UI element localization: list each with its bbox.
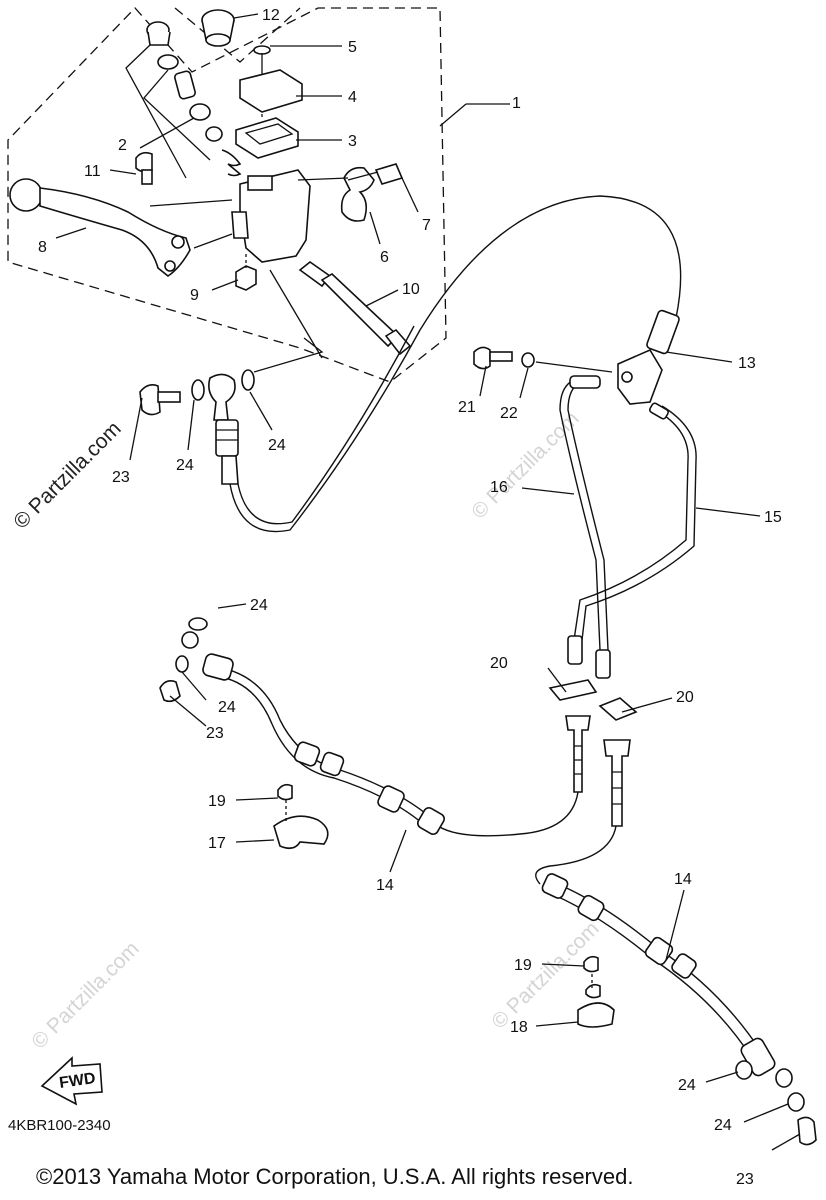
hose-holder-left xyxy=(273,783,329,850)
callout-7: 7 xyxy=(422,217,431,234)
callout-9: 9 xyxy=(190,287,199,304)
leader-lines xyxy=(55,13,801,1151)
callout-5: 5 xyxy=(348,39,357,56)
callout-2: 2 xyxy=(118,137,127,154)
callout-6: 6 xyxy=(380,249,389,266)
pivot-nut xyxy=(235,265,257,291)
brake-hose-main xyxy=(229,195,682,533)
callout-10: 10 xyxy=(402,281,420,298)
callout-23: 23 xyxy=(736,1171,754,1188)
callout-20: 20 xyxy=(676,689,694,706)
hose-fitting-right xyxy=(603,739,631,827)
callout-8: 8 xyxy=(38,239,47,256)
callout-1: 1 xyxy=(512,95,521,112)
callout-21: 21 xyxy=(458,399,476,416)
brake-lever xyxy=(9,178,191,277)
callout-20: 20 xyxy=(490,655,508,672)
callout-14: 14 xyxy=(674,871,692,888)
brake-hose-left xyxy=(159,617,579,837)
callout-22: 22 xyxy=(500,405,518,422)
holder-clamp xyxy=(340,166,375,222)
hose-fitting-left xyxy=(565,715,591,793)
callout-23: 23 xyxy=(206,725,224,742)
callout-17: 17 xyxy=(208,835,226,852)
pivot-bolt xyxy=(135,151,153,185)
piston-kit-part xyxy=(146,21,242,177)
brake-switch xyxy=(298,261,412,356)
callout-13: 13 xyxy=(738,355,756,372)
callout-14: 14 xyxy=(376,877,394,894)
callout-3: 3 xyxy=(348,133,357,150)
fwd-label: FWD xyxy=(58,1070,96,1092)
callout-4: 4 xyxy=(348,89,357,106)
diagram-code: 4KBR100-2340 xyxy=(8,1117,111,1134)
callout-18: 18 xyxy=(510,1019,528,1036)
joint-bolt xyxy=(473,346,613,373)
callout-15: 15 xyxy=(764,509,782,526)
callout-labels: 1 2 3 4 5 6 7 8 9 10 11 12 13 14 14 15 1… xyxy=(38,7,782,1188)
callout-16: 16 xyxy=(490,479,508,496)
master-cylinder-group xyxy=(9,9,412,356)
three-way-joint xyxy=(617,309,680,405)
hose-holder-right xyxy=(577,955,615,1028)
callout-24: 24 xyxy=(218,699,236,716)
hose-clips xyxy=(548,679,638,721)
boot-part xyxy=(201,9,235,47)
brake-pipes xyxy=(559,375,697,679)
callout-19: 19 xyxy=(514,957,532,974)
copyright-notice: ©2013 Yamaha Motor Corporation, U.S.A. A… xyxy=(36,1164,633,1189)
callout-23: 23 xyxy=(112,469,130,486)
callout-24: 24 xyxy=(268,437,286,454)
callout-24: 24 xyxy=(714,1117,732,1134)
brake-hose-main xyxy=(237,325,415,525)
watermark-text: © Partzilla.com xyxy=(27,937,143,1053)
callout-24: 24 xyxy=(678,1077,696,1094)
master-banjo-group xyxy=(139,269,324,485)
callout-12: 12 xyxy=(262,7,280,24)
reservoir-cap xyxy=(239,69,303,113)
assembly-boundary-inner xyxy=(174,7,301,63)
callout-24: 24 xyxy=(176,457,194,474)
callout-24: 24 xyxy=(250,597,268,614)
brake-hose-right xyxy=(535,825,817,1146)
fwd-arrow: FWD xyxy=(40,1056,103,1106)
callout-11: 11 xyxy=(84,163,101,180)
diaphragm xyxy=(235,117,299,159)
watermark-text: © Partzilla.com xyxy=(467,407,583,523)
master-cylinder-body xyxy=(231,169,311,263)
watermark-text: © Partzilla.com xyxy=(9,417,125,533)
kit-bracket-line xyxy=(125,44,211,179)
callout-19: 19 xyxy=(208,793,226,810)
